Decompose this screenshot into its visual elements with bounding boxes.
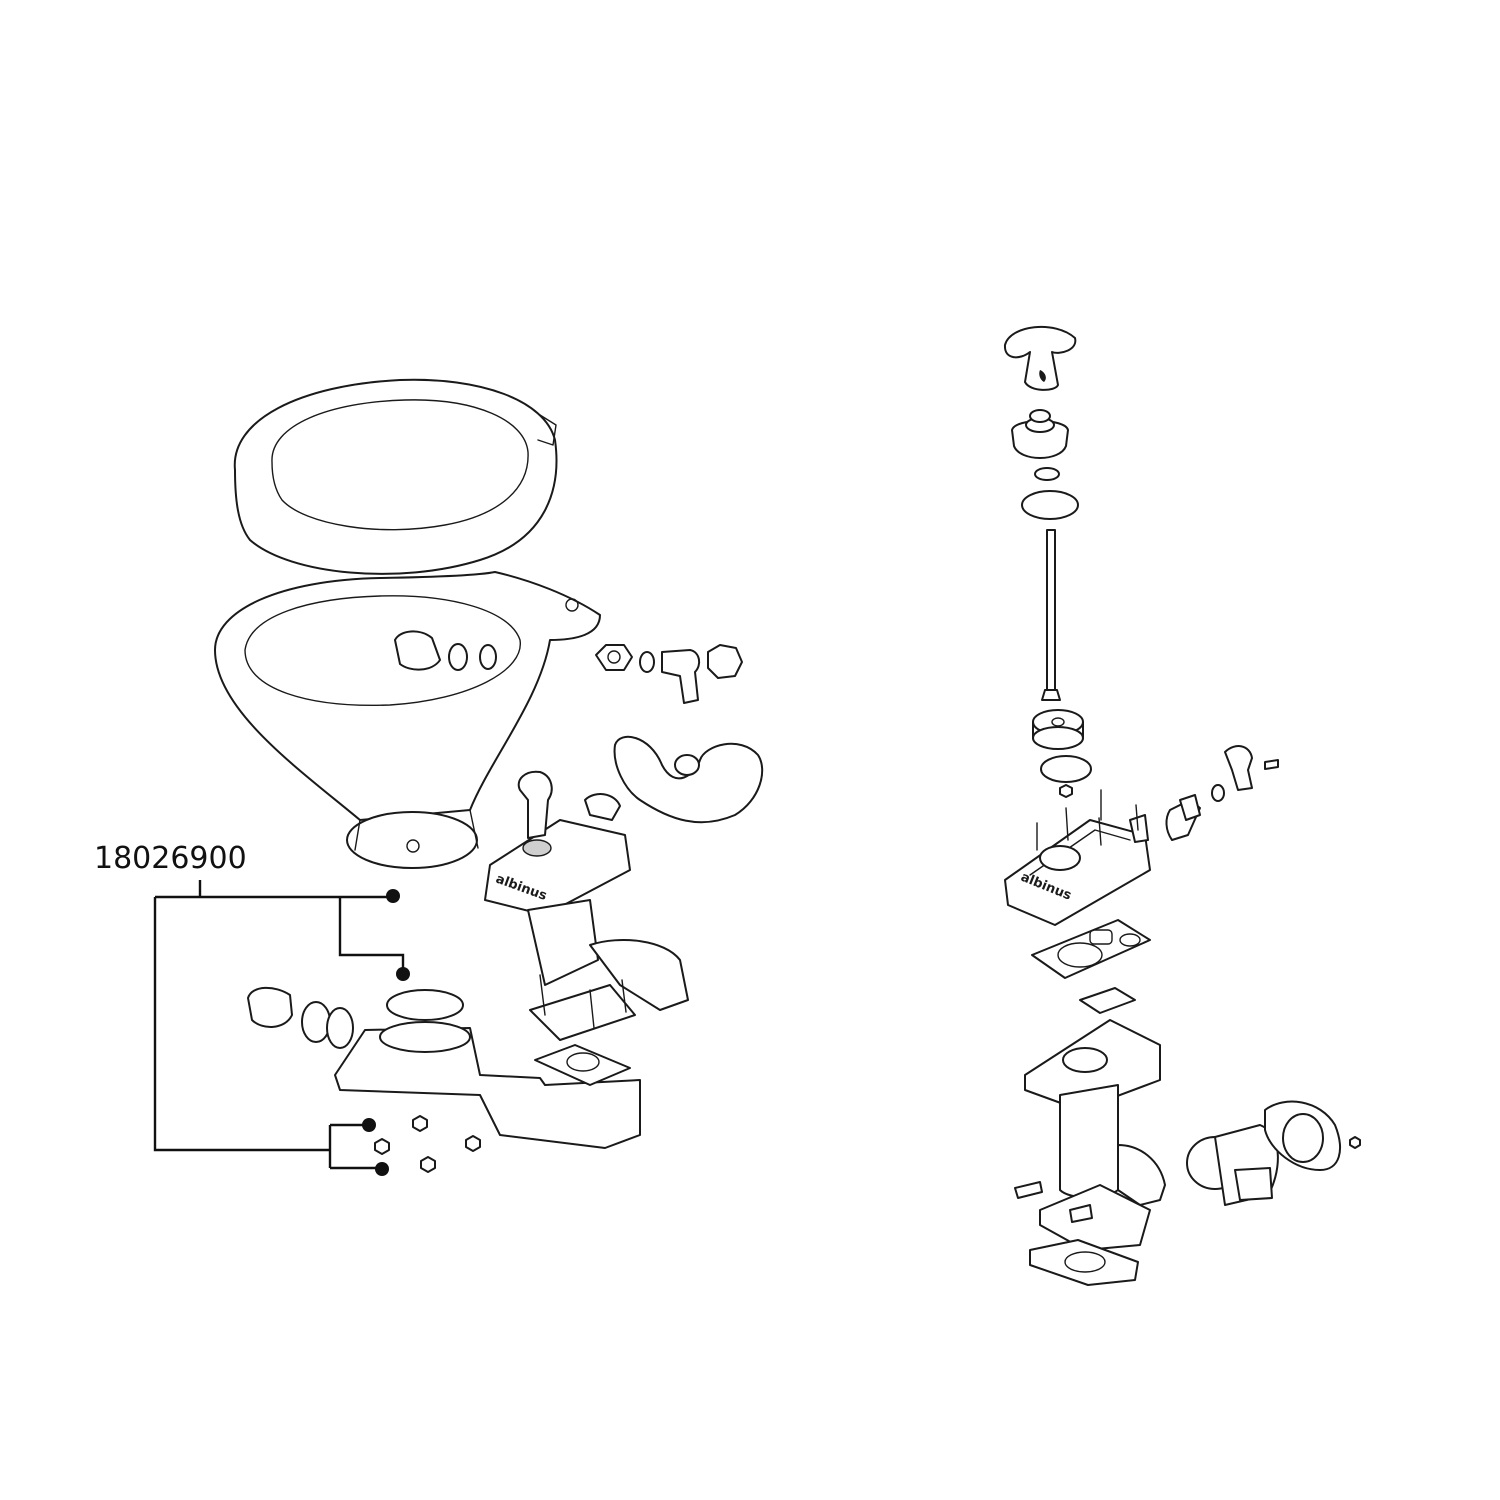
pump-top-cap — [1011, 409, 1069, 481]
part-number-label: 18026900 — [94, 841, 247, 876]
side-valve-parts — [1165, 745, 1279, 841]
toilet-bowl — [214, 571, 601, 869]
o-ring-top — [1021, 490, 1079, 520]
callout-dot-3 — [362, 1118, 376, 1132]
pump-cover-right: albinus — [1004, 784, 1151, 926]
pump-body-right — [1014, 1019, 1166, 1251]
gasket-bottom — [1029, 1239, 1139, 1286]
pump-handle — [1003, 325, 1077, 391]
part-callout: 18026900 — [94, 841, 410, 1176]
piston — [1032, 709, 1084, 750]
inlet-fittings — [595, 644, 743, 704]
callout-dot-1 — [386, 889, 400, 903]
outlet-flange — [1264, 1100, 1341, 1171]
bowl-inlet-fitting — [394, 630, 497, 671]
callout-dot-2 — [396, 967, 410, 981]
nuts — [374, 1115, 481, 1173]
pump-assembly-left: albinus — [484, 770, 689, 1041]
small-nut-right — [1349, 1136, 1361, 1149]
o-ring-mid — [1040, 755, 1092, 783]
base-assembly — [334, 989, 641, 1149]
toilet-lid — [233, 378, 558, 575]
base-outlet-fittings — [247, 986, 354, 1049]
outlet-elbow — [1186, 1124, 1279, 1206]
valve-flap — [1079, 987, 1136, 1014]
callout-dot-4 — [375, 1162, 389, 1176]
gasket-top — [1031, 919, 1151, 979]
pump-rod — [1041, 529, 1061, 701]
inlet-hose — [613, 735, 764, 824]
